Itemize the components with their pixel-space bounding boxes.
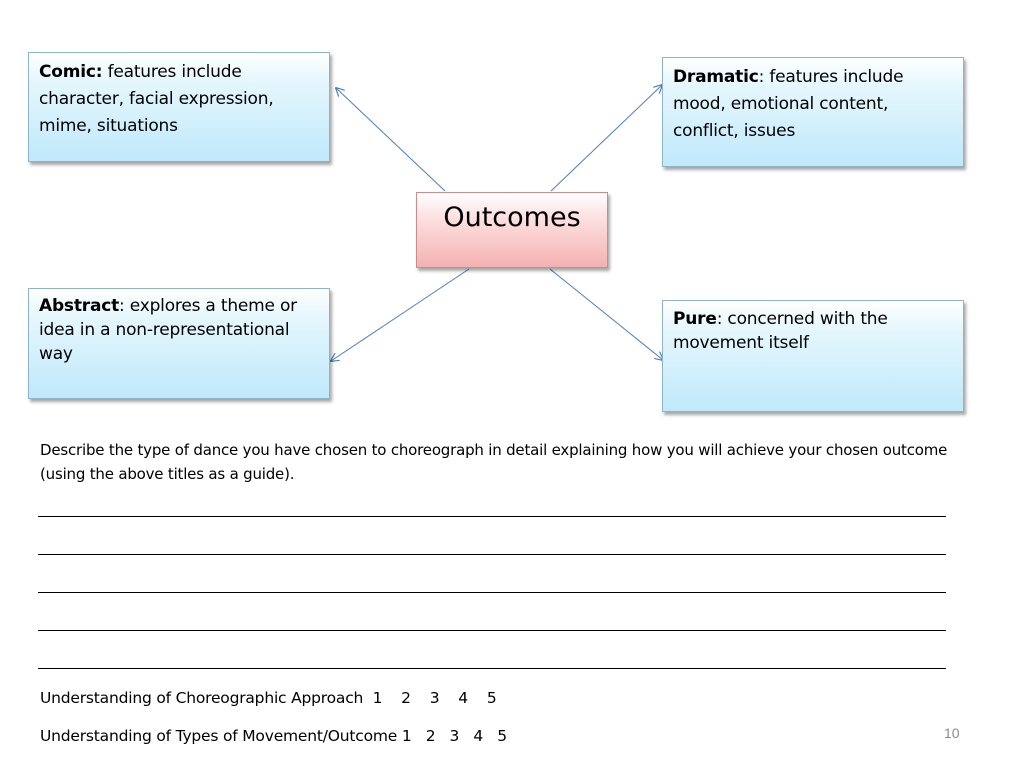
pure-box: Pure: concerned with the movement itself [662, 300, 964, 412]
answer-line-1[interactable] [38, 516, 946, 517]
answer-line-4[interactable] [38, 630, 946, 631]
abstract-box: Abstract: explores a theme or idea in a … [28, 288, 330, 399]
comic-text: features include character, facial expre… [39, 62, 274, 136]
dramatic-box: Dramatic: features include mood, emotion… [662, 57, 964, 167]
instructions-text: Describe the type of dance you have chos… [40, 441, 948, 483]
abstract-title: Abstract [39, 296, 120, 316]
answer-line-3[interactable] [38, 592, 946, 593]
comic-box: Comic: features include character, facia… [28, 52, 330, 162]
abstract-text: : explores a theme or idea in a non-repr… [39, 296, 297, 364]
rating-types-of-movement: Understanding of Types of Movement/Outco… [40, 727, 507, 745]
page-number: 10 [944, 725, 960, 741]
rating-choreographic-approach: Understanding of Choreographic Approach … [40, 689, 497, 707]
pure-text: : concerned with the movement itself [673, 309, 888, 353]
answer-line-5[interactable] [38, 668, 946, 669]
arrow-to-pure [549, 268, 663, 360]
arrow-to-comic [336, 88, 446, 192]
outcomes-center-box: Outcomes [416, 192, 608, 268]
arrow-to-dramatic [550, 85, 662, 192]
dramatic-title: Dramatic [673, 67, 759, 87]
answer-line-2[interactable] [38, 554, 946, 555]
dramatic-text: : features include mood, emotional conte… [673, 67, 904, 141]
comic-title: Comic: [39, 62, 103, 82]
outcomes-label: Outcomes [443, 202, 581, 233]
pure-title: Pure [673, 309, 717, 329]
arrow-to-abstract [331, 268, 470, 361]
